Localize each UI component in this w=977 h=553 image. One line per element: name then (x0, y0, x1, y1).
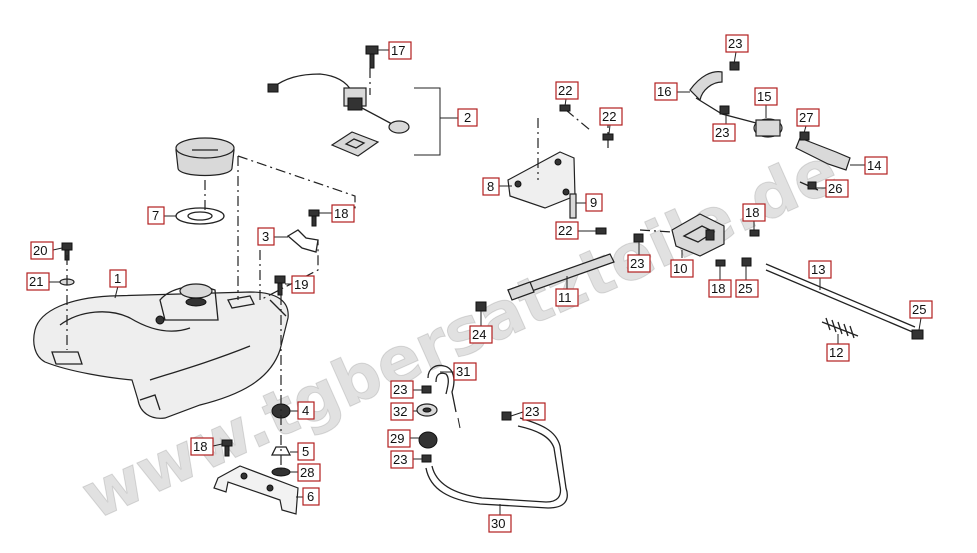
valve-32 (416, 403, 438, 417)
filter-29 (418, 431, 438, 449)
clip-23e (421, 454, 432, 463)
callout-25b: 25 (912, 302, 926, 317)
bolt-18c (749, 229, 760, 237)
callout-22a: 22 (558, 83, 572, 98)
fuel-cap (175, 137, 235, 225)
hose-31 (427, 364, 457, 413)
assembly-line-11 (639, 229, 673, 233)
clip-23c (719, 105, 730, 115)
callout-11: 11 (558, 290, 572, 305)
clip-24 (475, 301, 487, 312)
clip-25b (911, 329, 924, 340)
clip-27 (799, 131, 810, 141)
callout-32: 32 (393, 404, 407, 419)
callout-25a: 25 (738, 281, 752, 296)
fuel-sender (267, 73, 458, 157)
bracket-3 (286, 229, 319, 253)
callout-5: 5 (302, 444, 309, 459)
callout-18d: 18 (193, 439, 207, 454)
callout-23e: 23 (525, 404, 539, 419)
hose-16 (689, 71, 761, 125)
callout-6: 6 (307, 489, 314, 504)
assembly-line-5 (259, 240, 319, 301)
bracket-6 (213, 465, 299, 515)
bolt-22b (602, 133, 614, 141)
callout-10: 10 (673, 261, 687, 276)
callout-1: 1 (114, 271, 121, 286)
callouts: 17 2 16 23 15 22 22 27 23 14 (26, 34, 933, 533)
callout-29: 29 (390, 431, 404, 446)
callout-22c: 22 (558, 223, 572, 238)
callout-27: 27 (799, 110, 813, 125)
callout-18b: 18 (745, 205, 759, 220)
callout-3: 3 (262, 229, 269, 244)
callout-22b: 22 (602, 109, 616, 124)
clip-23a (633, 233, 644, 243)
hose-13b (765, 263, 916, 328)
spring-12 (821, 317, 859, 339)
callout-20: 20 (33, 243, 47, 258)
callout-21: 21 (29, 274, 43, 289)
callout-12: 12 (829, 345, 843, 360)
nut-5 (270, 446, 292, 456)
pin-9 (569, 193, 577, 219)
hose-13 (765, 269, 916, 334)
callout-23d: 23 (393, 382, 407, 397)
hose-30 (425, 417, 568, 509)
callout-24: 24 (472, 327, 486, 342)
assembly-line-3 (237, 155, 356, 210)
callout-4: 4 (302, 403, 309, 418)
callout-19: 19 (294, 277, 308, 292)
hose-11 (507, 253, 615, 301)
callout-15: 15 (757, 89, 771, 104)
callout-23f: 23 (393, 452, 407, 467)
bolt-18d (715, 259, 726, 267)
callout-16: 16 (657, 84, 671, 99)
callout-18a: 18 (334, 206, 348, 221)
hose-14 (795, 137, 851, 171)
clip-25a (741, 257, 752, 267)
callout-18c: 18 (711, 281, 725, 296)
callout-30: 30 (491, 516, 505, 531)
callout-13: 13 (811, 262, 825, 277)
bolt-18b (221, 439, 233, 457)
bolt-19 (274, 275, 286, 296)
clip-23d (421, 385, 432, 394)
assembly-line-9 (565, 109, 591, 131)
callout-2: 2 (464, 110, 471, 125)
callout-17: 17 (391, 43, 405, 58)
bolt-17 (365, 45, 379, 69)
callout-8: 8 (487, 179, 494, 194)
callout-28: 28 (300, 465, 314, 480)
fuel-pump-10 (671, 213, 725, 257)
bolt-22c (595, 227, 607, 235)
assembly-line-12 (457, 417, 461, 429)
callout-7: 7 (152, 208, 159, 223)
callout-23a: 23 (728, 36, 742, 51)
callout-14: 14 (867, 158, 881, 173)
filter-15 (753, 118, 783, 138)
clip-26 (799, 181, 819, 191)
callout-26: 26 (828, 181, 842, 196)
callout-31: 31 (456, 364, 470, 379)
callout-23c: 23 (630, 256, 644, 271)
bracket-8 (507, 151, 576, 209)
callout-9: 9 (590, 195, 597, 210)
fuel-tank (33, 283, 289, 419)
bolt-18a (308, 209, 320, 227)
clip-23f (501, 411, 512, 421)
callout-23b: 23 (715, 125, 729, 140)
